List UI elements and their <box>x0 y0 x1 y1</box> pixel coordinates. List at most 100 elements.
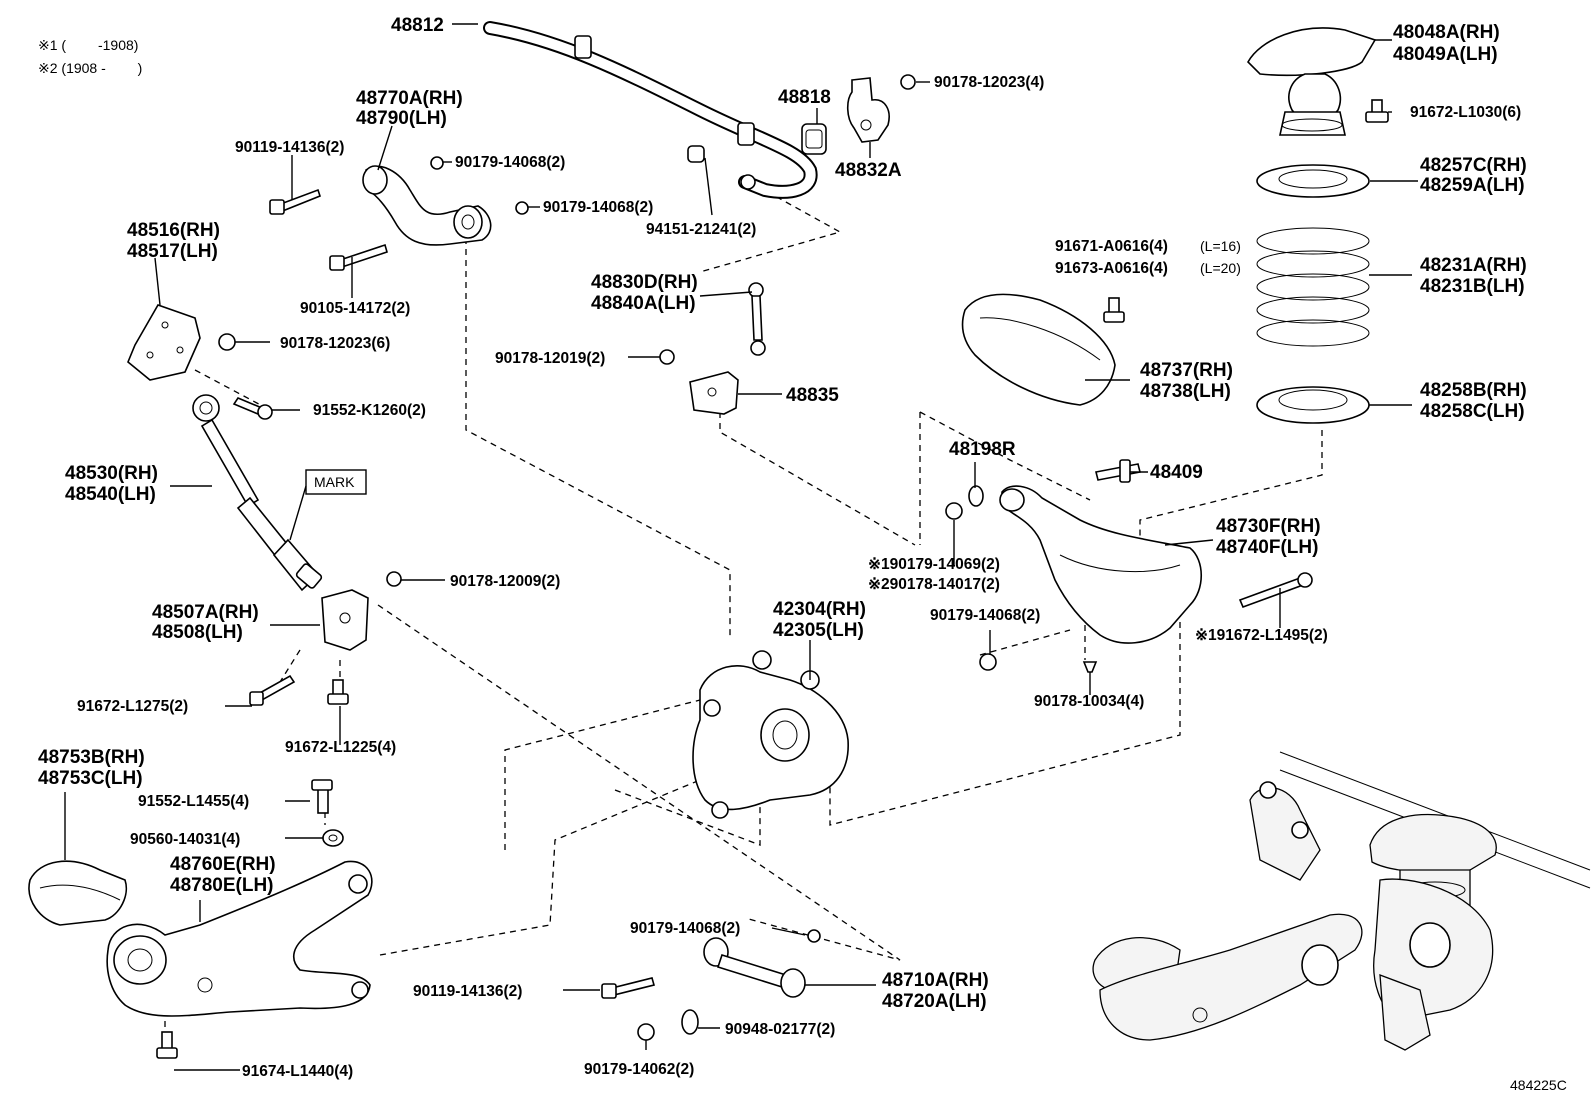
bolt-icon <box>1103 297 1125 323</box>
part-number: 48740F(LH) <box>1216 537 1318 558</box>
part-number: 48770A(RH) <box>356 88 463 109</box>
part-number: 48812 <box>391 15 444 36</box>
part-number: 48790(LH) <box>356 108 447 129</box>
part-number: 48720A(LH) <box>882 991 987 1012</box>
shock-bracket-icon <box>321 589 369 651</box>
nut-icon <box>1082 661 1098 673</box>
part-number: 90948-02177(2) <box>725 1021 835 1038</box>
note-2: ※2 (1908 - ) <box>38 60 142 76</box>
upper-arm-icon <box>362 165 492 246</box>
part-number: 90119-14136(2) <box>235 139 344 156</box>
shock-absorber-icon <box>192 394 323 592</box>
part-number: 48257C(RH) <box>1420 155 1527 176</box>
arm-cover-icon <box>961 293 1116 406</box>
part-number: 48259A(LH) <box>1420 175 1525 196</box>
part-number: 91672-L1030(6) <box>1410 104 1521 121</box>
part-number: 48730F(RH) <box>1216 516 1321 537</box>
part-number: 48737(RH) <box>1140 360 1233 381</box>
nut-icon <box>945 502 963 520</box>
note-1: ※1 ( -1908) <box>38 37 138 53</box>
stabilizer-bushing-icon <box>801 123 827 155</box>
part-number: 48540(LH) <box>65 484 156 505</box>
washer-icon <box>681 1009 699 1035</box>
part-number: 48530(RH) <box>65 463 158 484</box>
part-number: 48198R <box>949 439 1016 460</box>
nut-icon <box>659 349 675 365</box>
part-number: 91671-A0616(4) <box>1055 238 1168 255</box>
coil-spring-icon <box>1256 227 1370 347</box>
part-number: 94151-21241(2) <box>646 221 756 238</box>
callout-labels: ※1 ( -1908) ※2 (1908 - ) 48812 48770A(RH… <box>38 15 1567 1093</box>
spring-seat-upper-icon <box>1256 164 1370 198</box>
bolt-icon <box>249 674 296 706</box>
nut-icon <box>807 929 821 943</box>
mark-label-box <box>305 469 367 495</box>
part-number: 90178-10034(4) <box>1034 693 1144 710</box>
part-number: 48258C(LH) <box>1420 401 1525 422</box>
part-number: 48840A(LH) <box>591 293 696 314</box>
bolt-icon <box>269 188 321 215</box>
part-number: 90105-14172(2) <box>300 300 410 317</box>
part-number: 91674-L1440(4) <box>242 1063 353 1080</box>
spring-seat-lower-icon <box>1256 386 1370 424</box>
part-number: 48830D(RH) <box>591 272 698 293</box>
link-bracket-icon <box>689 371 739 415</box>
part-number: 90178-12019(2) <box>495 350 605 367</box>
part-number: 90178-12023(4) <box>934 74 1044 91</box>
part-number: 90119-14136(2) <box>413 983 522 1000</box>
figure-id: 484225C <box>1510 1077 1567 1093</box>
part-number: 48231B(LH) <box>1420 276 1525 297</box>
bushing-icon <box>687 145 705 163</box>
part-number: 48835 <box>786 385 839 406</box>
part-number: ※290178-14017(2) <box>868 576 1000 593</box>
arm-guard-icon <box>28 860 127 926</box>
length-note: (L=16) <box>1200 238 1241 254</box>
part-number: 48738(LH) <box>1140 381 1231 402</box>
part-number: 48409 <box>1150 462 1203 483</box>
upper-support-icon <box>1247 27 1377 136</box>
part-number: 90179-14068(2) <box>543 199 653 216</box>
lateral-link-icon <box>703 937 806 998</box>
part-number: 48508(LH) <box>152 622 243 643</box>
bolt-icon <box>327 679 349 705</box>
bolt-icon <box>329 243 388 271</box>
bolt-icon <box>156 1031 178 1059</box>
part-number: 48760E(RH) <box>170 854 276 875</box>
part-number: 90179-14068(2) <box>630 920 740 937</box>
part-number: 91673-A0616(4) <box>1055 260 1168 277</box>
bolt-icon <box>1238 572 1313 609</box>
washer-icon <box>322 829 344 847</box>
part-number: 91552-K1260(2) <box>313 402 426 419</box>
bracket-plate-icon <box>127 304 201 381</box>
stabilizer-bar-icon <box>483 21 818 199</box>
bolt-icon <box>232 397 273 420</box>
part-number: ※191672-L1495(2) <box>1195 627 1328 644</box>
part-number: 90179-14062(2) <box>584 1061 694 1078</box>
part-number: 48780E(LH) <box>170 875 274 896</box>
part-number: 91672-L1225(4) <box>285 739 396 756</box>
nut-icon <box>430 156 444 170</box>
nut-icon <box>979 653 997 671</box>
part-number: 90178-12023(6) <box>280 335 390 352</box>
part-number: 91552-L1455(4) <box>138 793 249 810</box>
part-number: 91672-L1275(2) <box>77 698 188 715</box>
bolt-icon <box>1095 459 1141 483</box>
part-number: 90560-14031(4) <box>130 831 240 848</box>
stabilizer-bracket-icon <box>846 77 890 143</box>
nut-icon <box>637 1023 655 1041</box>
nut-icon <box>900 74 916 90</box>
trailing-arm-icon <box>106 860 373 1017</box>
length-note: (L=20) <box>1200 260 1241 276</box>
part-number: 48516(RH) <box>127 220 220 241</box>
nut-icon <box>218 333 236 351</box>
part-number: 48517(LH) <box>127 241 218 262</box>
assembly-dashed-lines <box>164 185 1323 1050</box>
part-number: 48231A(RH) <box>1420 255 1527 276</box>
bolt-icon <box>311 779 333 814</box>
part-number: 42305(LH) <box>773 620 864 641</box>
bolt-icon <box>1365 99 1389 123</box>
part-number: 42304(RH) <box>773 599 866 620</box>
part-number: 48832A <box>835 160 902 181</box>
part-number: 48049A(LH) <box>1393 44 1498 65</box>
